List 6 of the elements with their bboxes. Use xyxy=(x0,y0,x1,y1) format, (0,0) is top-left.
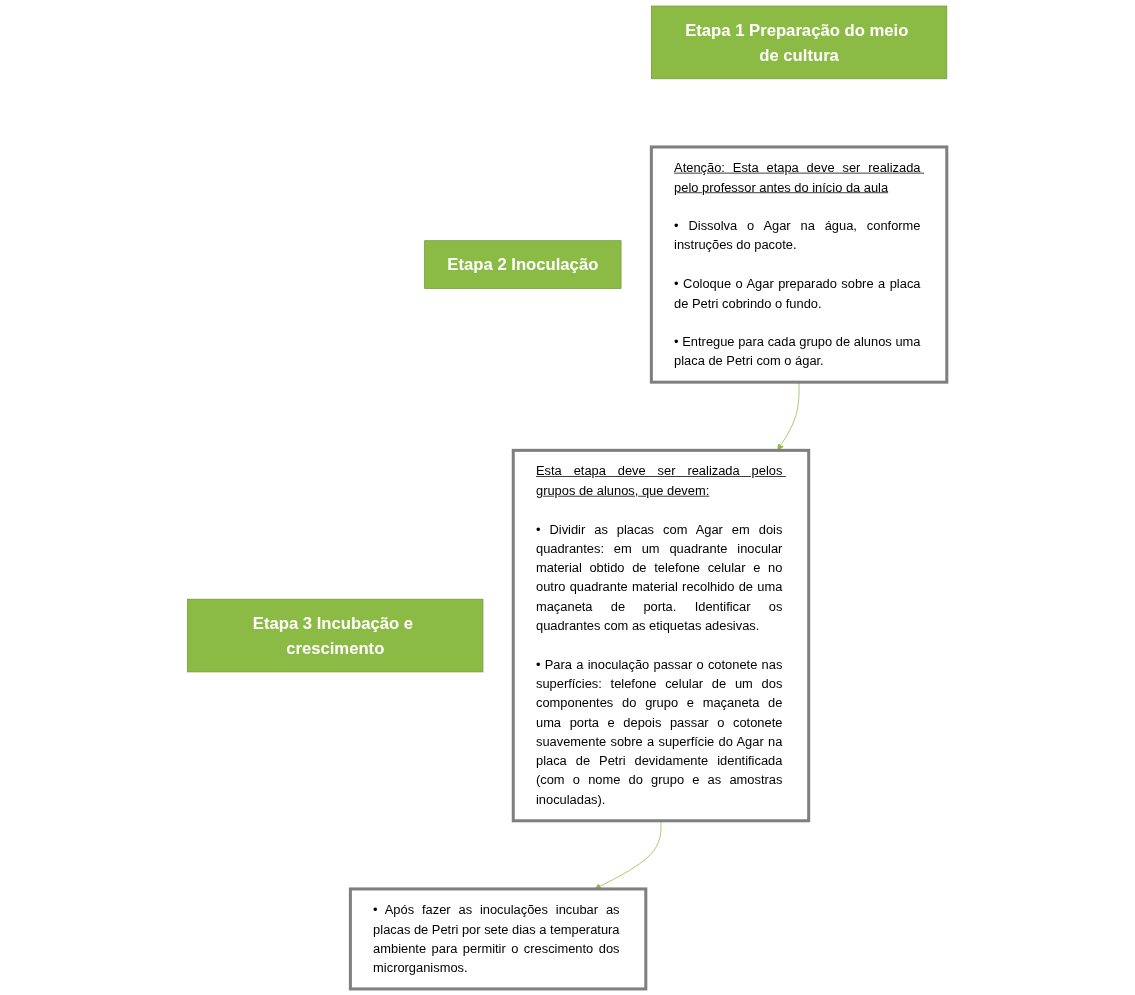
node-box: Esta etapa deve ser realizada pelos grupos de alunos, que devem: • Dividir as placas com Agar em dois quadrantes: em um quadrante inocular material obtido de telefone celular e no outro quadrante material recolhido de uma maçaneta de porta. Identificar os quadrantes com as etiquetas adesivas. • Para a inoculação passar o cotonete nas superfícies: telefone celular de um dos componentes do grupo e maçaneta de uma porta e depois passar o cotonete suavemente sobre a superfície do Agar na placa de Petri devidamente identificada (com o nome do grupo e as amostras inoculadas). xyxy=(512,448,811,823)
node-box: Etapa 1 Preparação do meio de cultura xyxy=(651,5,948,80)
node-box: Etapa 3 Incubação e crescimento xyxy=(187,598,484,673)
node-box: • Após fazer as inoculações incubar as placas de Petri por sete dias a temperatura ambiente para permitir o crescimento dos microrganismos. xyxy=(349,887,648,991)
node-box: Etapa 2 Inoculação xyxy=(424,240,622,289)
node-box: Atenção: Esta etapa deve ser realizada pelo professor antes do início da aula • Dissolva o Agar na água, conforme instruções do pacote. • Coloque o Agar preparado sobre a placa de Petri cobrindo o fundo. • Entregue para cada grupo de alunos uma placa de Petri com o ágar. xyxy=(650,145,949,384)
